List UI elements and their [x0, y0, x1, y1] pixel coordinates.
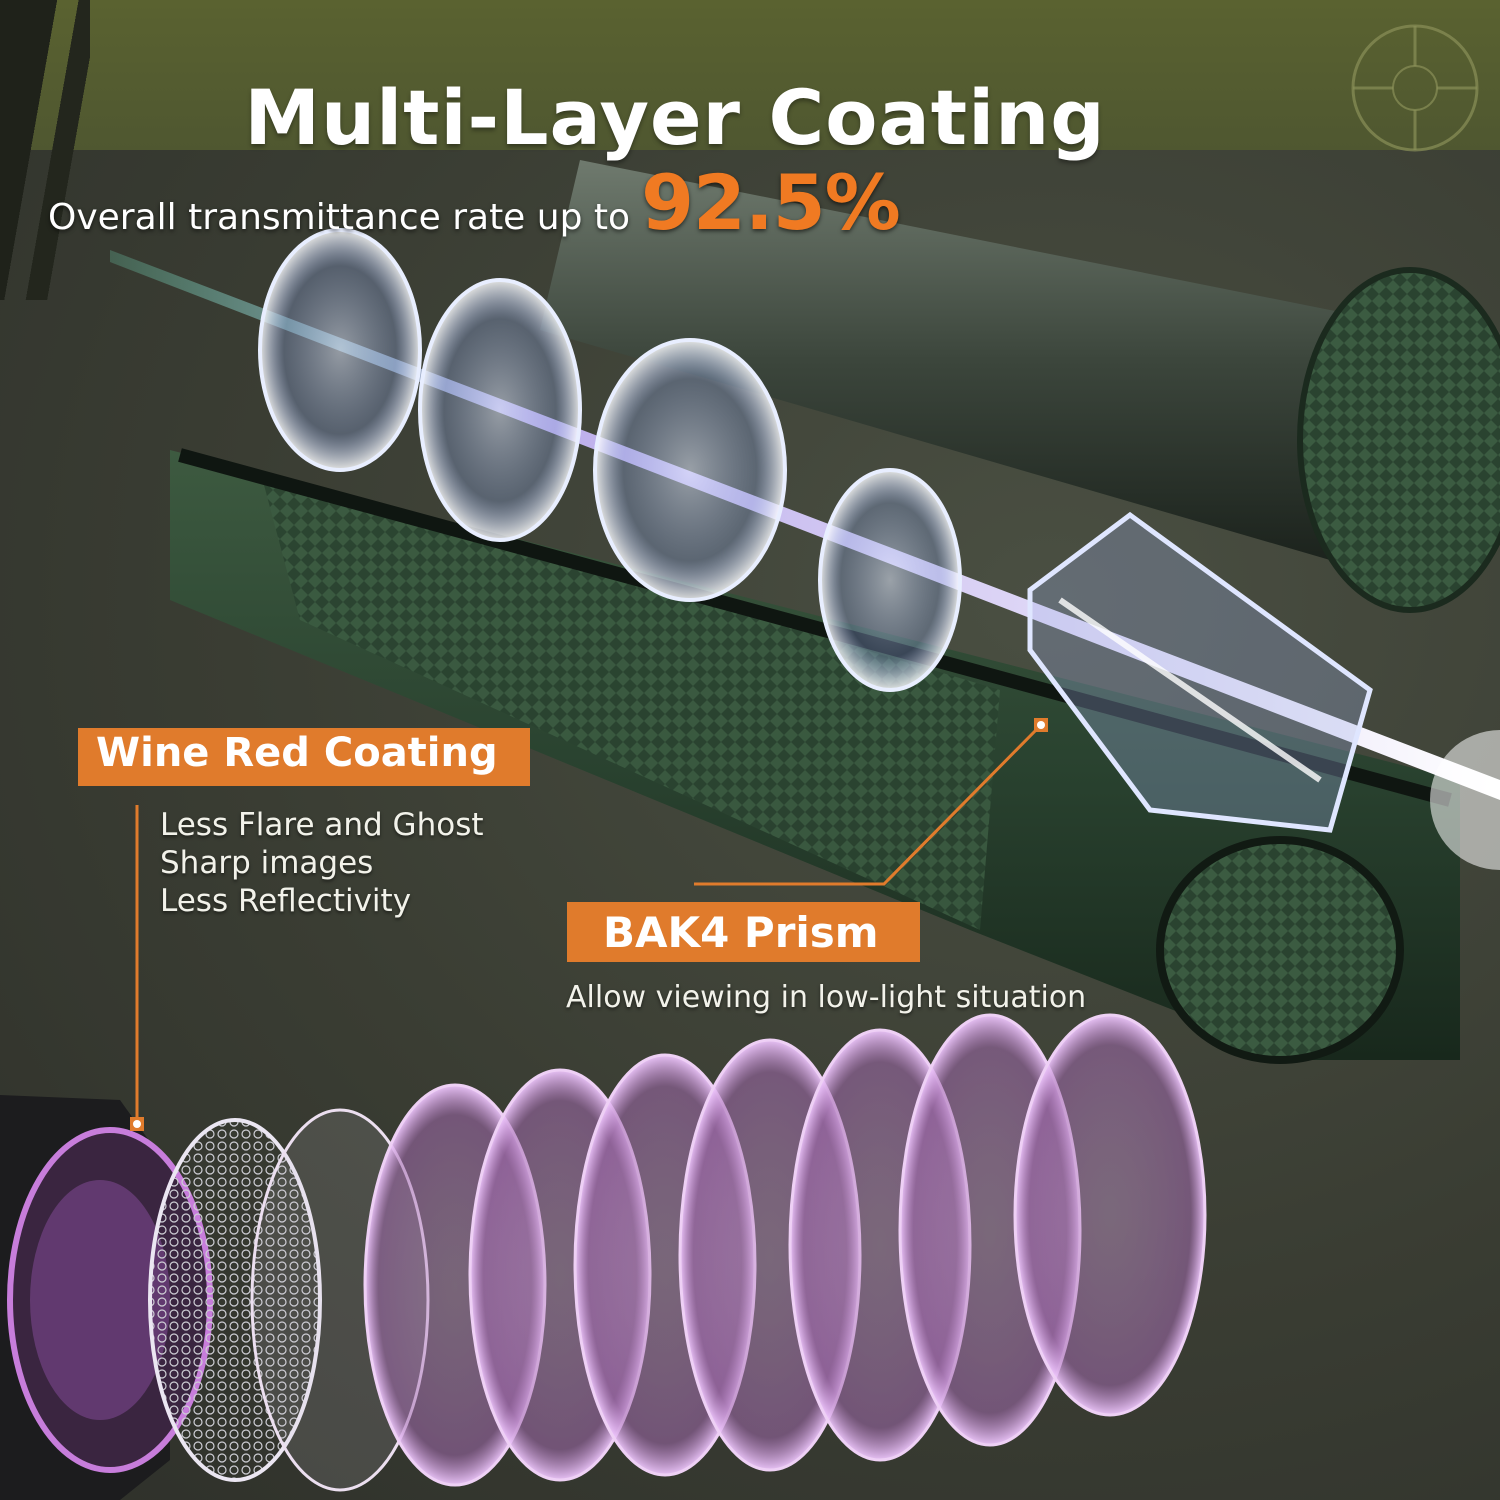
top-tube: [540, 160, 1500, 613]
transmittance-text: Overall transmittance rate up to: [48, 197, 631, 238]
wine-red-features-list: Less Flare and Ghost Sharp images Less R…: [160, 806, 484, 920]
feature-item: Less Flare and Ghost: [160, 807, 484, 843]
feature-item: Sharp images: [160, 845, 374, 881]
prism: [1027, 511, 1500, 870]
page-title: Multi-Layer Coating: [244, 72, 1106, 162]
bak4-prism-description: Allow viewing in low-light situation: [566, 980, 1087, 1015]
header-slant-decoration: [0, 0, 90, 300]
header-band: [0, 0, 1500, 150]
callout-leader-lines: [130, 718, 1048, 1131]
coating-layers: [0, 1013, 1207, 1500]
transmittance-value: 92.5%: [641, 158, 901, 247]
feature-item: Less Reflectivity: [160, 883, 412, 919]
wine-red-coating-tag: Wine Red Coating: [78, 728, 530, 786]
crosshair-icon: [1351, 24, 1479, 152]
internal-lenses: [258, 228, 962, 692]
bak4-prism-tag: BAK4 Prism: [567, 902, 920, 962]
transmittance-line: Overall transmittance rate up to 92.5%: [48, 158, 901, 247]
main-body: [170, 448, 1460, 1064]
